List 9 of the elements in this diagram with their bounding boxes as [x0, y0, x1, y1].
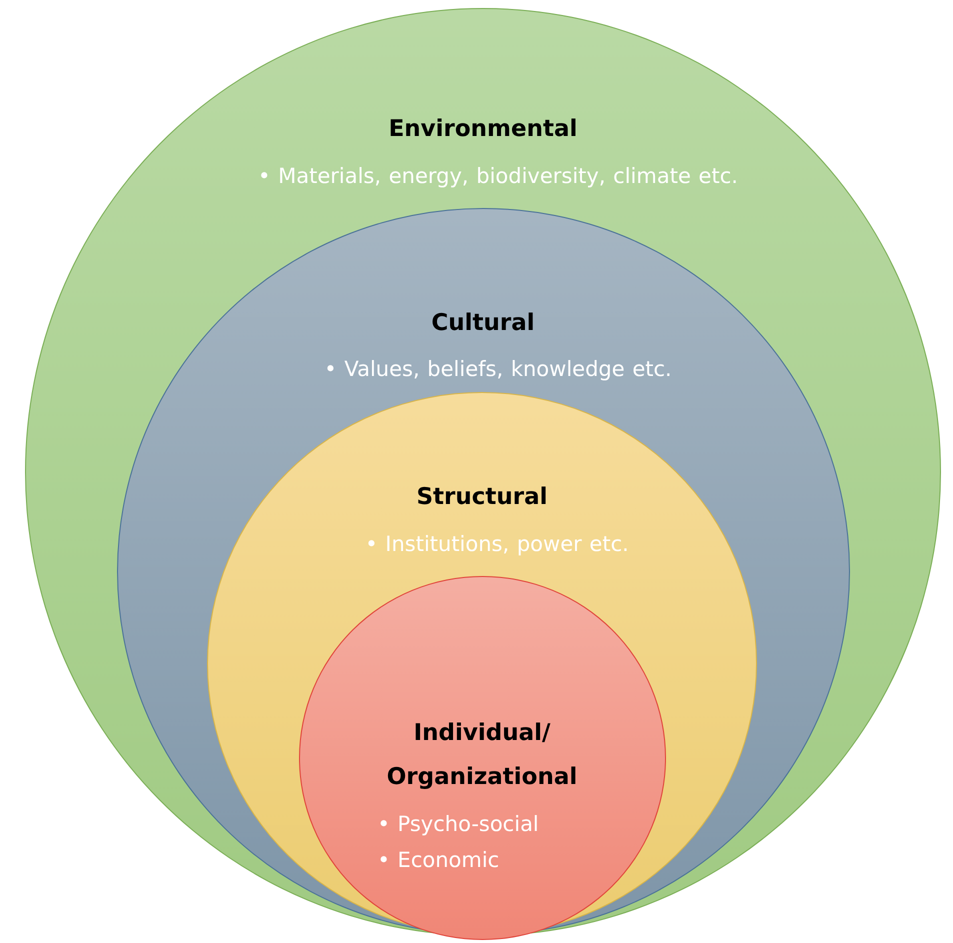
region-heading: Individual/ Organizational — [386, 718, 578, 792]
bullet-item: • Psycho-social — [378, 811, 539, 838]
region-heading: Structural — [415, 483, 549, 512]
bullet-item: • Institutions, power etc. — [365, 530, 629, 558]
bullet-item: • Economic — [378, 847, 500, 874]
bullet-item: • Materials, energy, biodiversity, climate etc. — [258, 162, 738, 190]
region-heading: Cultural — [430, 308, 536, 338]
region-heading: Environmental — [388, 115, 578, 144]
bullet-item: • Values, beliefs, knowledge etc. — [324, 356, 672, 384]
